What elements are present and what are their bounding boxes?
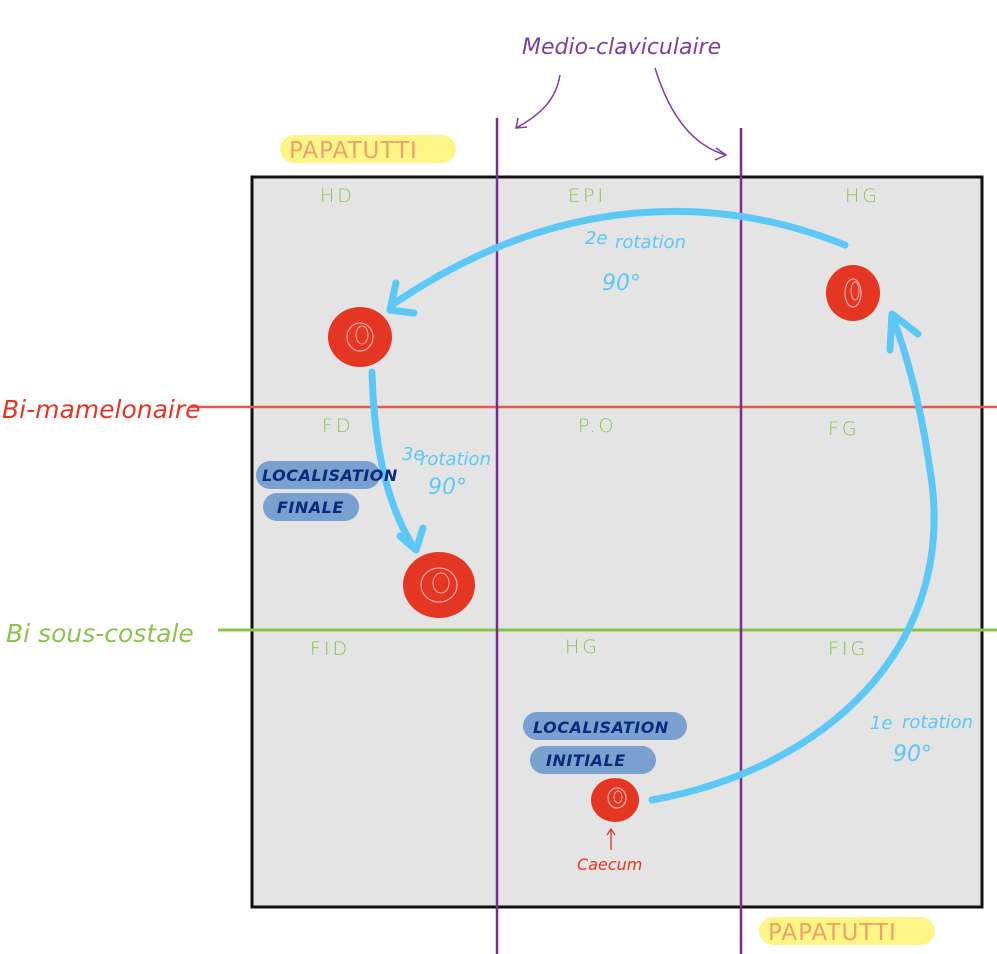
rotation-3-degrees: 90° [428, 475, 467, 500]
caecum-pointer-arrowhead-icon [606, 827, 616, 836]
rotation-3-arrow-icon [368, 368, 418, 552]
region-label-fg: FG [828, 418, 860, 440]
mc-arrowhead-left-icon [515, 117, 528, 129]
rotation-1-label: rotation [902, 712, 973, 733]
region-label-hg-bottom: HG [565, 636, 600, 658]
rotation-2-arrowhead-icon [386, 279, 418, 317]
region-label-fid: FID [310, 638, 350, 660]
mc-arrow-left-icon [515, 74, 561, 129]
rotation-2-degrees: 90° [602, 271, 641, 296]
medio-claviculaire-label: Medio-claviculaire [522, 35, 721, 60]
region-label-fig: FIG [828, 638, 868, 660]
caecum-dot-initial [591, 778, 639, 822]
caecum-dot-final [403, 552, 475, 618]
rotation-1-order: 1e [870, 713, 893, 734]
papatutti-label-bottom: PAPATUTTI [768, 920, 897, 946]
region-label-fd: FD [322, 415, 354, 437]
rotation-2-order: 2e [585, 228, 608, 249]
localisation-finale-line1: LOCALISATION [262, 466, 398, 485]
bi-mamelonaire-label: Bi-mamelonaire [2, 395, 201, 424]
caecum-dot-hg [826, 265, 880, 321]
rotation-3-label: rotation [420, 449, 491, 470]
rotation-3-arrowhead-icon [396, 524, 427, 554]
rotation-2-arrow-icon [388, 207, 849, 309]
rotation-3-order: 3e [402, 444, 425, 465]
pill-finale-line1 [256, 461, 380, 489]
papatutti-highlight-bottom [759, 917, 935, 945]
region-label-hd: HD [320, 185, 355, 207]
pill-initiale-line1 [523, 712, 687, 740]
region-label-po: P.O [578, 415, 617, 437]
bi-sous-costale-label: Bi sous-costale [6, 619, 194, 648]
region-label-epi: EPI [568, 185, 606, 207]
localisation-finale-line2: FINALE [277, 498, 344, 517]
caecum-dot-hd [328, 307, 392, 367]
rotation-1-arrow-icon [648, 314, 938, 804]
rotation-1-arrowhead-icon [886, 310, 922, 354]
mc-arrow-right-icon [654, 67, 727, 156]
pill-finale-line2 [263, 493, 359, 521]
localisation-initiale-line1: LOCALISATION [533, 718, 669, 737]
papatutti-label-top: PAPATUTTI [289, 138, 418, 164]
localisation-initiale-line2: INITIALE [546, 751, 626, 770]
mc-arrowhead-right-icon [714, 147, 728, 161]
caecum-label: Caecum [577, 855, 642, 874]
papatutti-highlight-top [280, 135, 456, 163]
rotation-1-degrees: 90° [893, 742, 932, 767]
region-label-hg-top: HG [845, 185, 880, 207]
rotation-2-label: rotation [615, 232, 686, 253]
pill-initiale-line2 [530, 746, 656, 774]
